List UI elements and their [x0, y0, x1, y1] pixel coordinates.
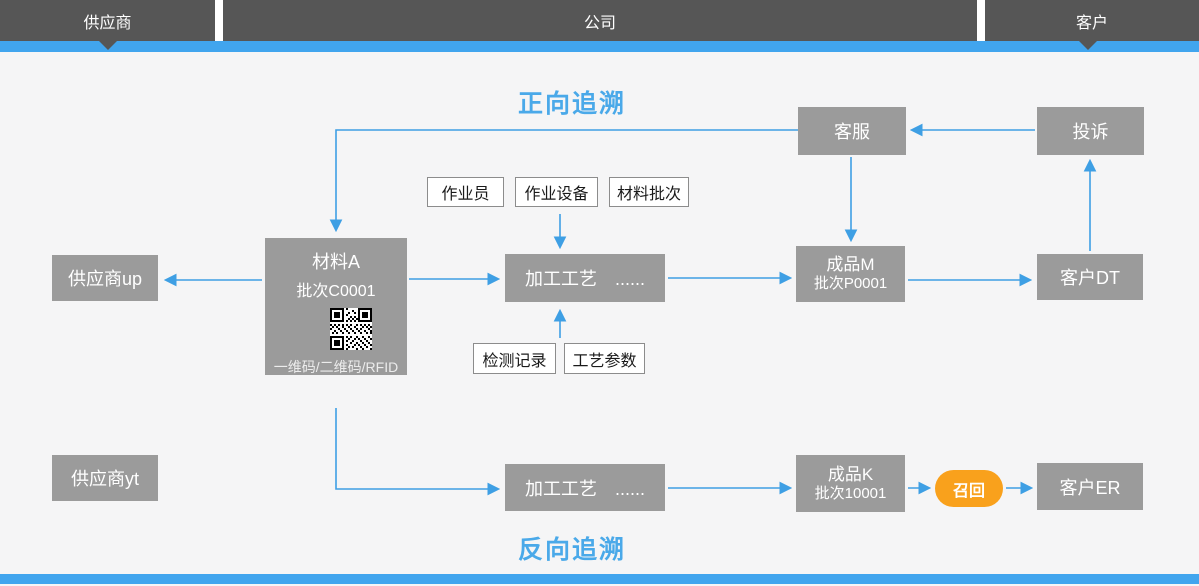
node-customer-er-label: 客户ER [1059, 477, 1121, 498]
node-process-2-label: 加工工艺 ...... [524, 478, 645, 499]
material-a-batch: 批次C0001 [296, 283, 376, 300]
arrow-material-a-to-process-2 [335, 408, 501, 496]
material-a-code-types: 一维码/二维码/RFID [273, 359, 399, 375]
node-product-m: 成品M 批次P0001 [796, 246, 905, 302]
attr-equipment: 作业设备 [515, 177, 598, 207]
node-material-a: 材料A 批次C0001 一维码/二维码/RFID [265, 238, 407, 375]
node-complaint-label: 投诉 [1072, 122, 1109, 142]
node-product-k: 成品K 批次10001 [796, 455, 905, 512]
header-label-customer: 客户 [1075, 14, 1108, 32]
forward-trace-title: 正向追溯 [517, 90, 626, 118]
node-customer-dt: 客户DT [1037, 254, 1143, 300]
attr-material-batch-label: 材料批次 [616, 186, 681, 203]
attr-inspection-record-label: 检测记录 [482, 352, 547, 370]
header-label-company: 公司 [583, 14, 616, 32]
header-segment-supplier: 供应商 [0, 0, 215, 41]
node-process-2: 加工工艺 ...... [505, 464, 665, 511]
attr-operator-label: 作业员 [441, 186, 490, 203]
recall-badge-label: 召回 [952, 482, 985, 500]
header-label-supplier: 供应商 [83, 14, 132, 32]
node-process-1-label: 加工工艺 ...... [524, 269, 645, 289]
node-customer-dt-label: 客户DT [1060, 268, 1120, 288]
node-complaint: 投诉 [1037, 107, 1144, 155]
product-k-batch: 批次10001 [814, 484, 887, 502]
header-segment-company: 公司 [223, 0, 977, 41]
product-m-title: 成品M [826, 255, 875, 274]
attr-process-params-label: 工艺参数 [572, 352, 637, 370]
supplier-pointer-icon [99, 41, 117, 50]
node-customer-service: 客服 [798, 107, 906, 155]
bottom-divider-bar [0, 574, 1199, 584]
node-supplier-up-label: 供应商up [67, 269, 143, 289]
product-m-batch: 批次P0001 [813, 275, 888, 293]
node-customer-er: 客户ER [1037, 463, 1143, 510]
backward-trace-title: 反向追溯 [517, 536, 626, 564]
attr-inspection-record: 检测记录 [473, 343, 556, 374]
attr-material-batch: 材料批次 [609, 177, 689, 207]
attr-operator: 作业员 [427, 177, 504, 207]
material-a-title: 材料A [311, 252, 360, 272]
node-customer-service-label: 客服 [834, 122, 870, 142]
node-supplier-up: 供应商up [52, 255, 158, 301]
attr-equipment-label: 作业设备 [524, 186, 589, 203]
header-segment-customer: 客户 [985, 0, 1199, 41]
attr-process-params: 工艺参数 [564, 343, 645, 374]
recall-badge: 召回 [935, 470, 1003, 507]
node-supplier-yt-label: 供应商yt [70, 469, 139, 489]
customer-pointer-icon [1079, 41, 1097, 50]
node-supplier-yt: 供应商yt [52, 455, 158, 501]
node-process-1: 加工工艺 ...... [505, 254, 665, 302]
product-k-title: 成品K [827, 464, 874, 484]
qr-code-icon [300, 308, 372, 350]
top-divider-bar [0, 41, 1199, 52]
